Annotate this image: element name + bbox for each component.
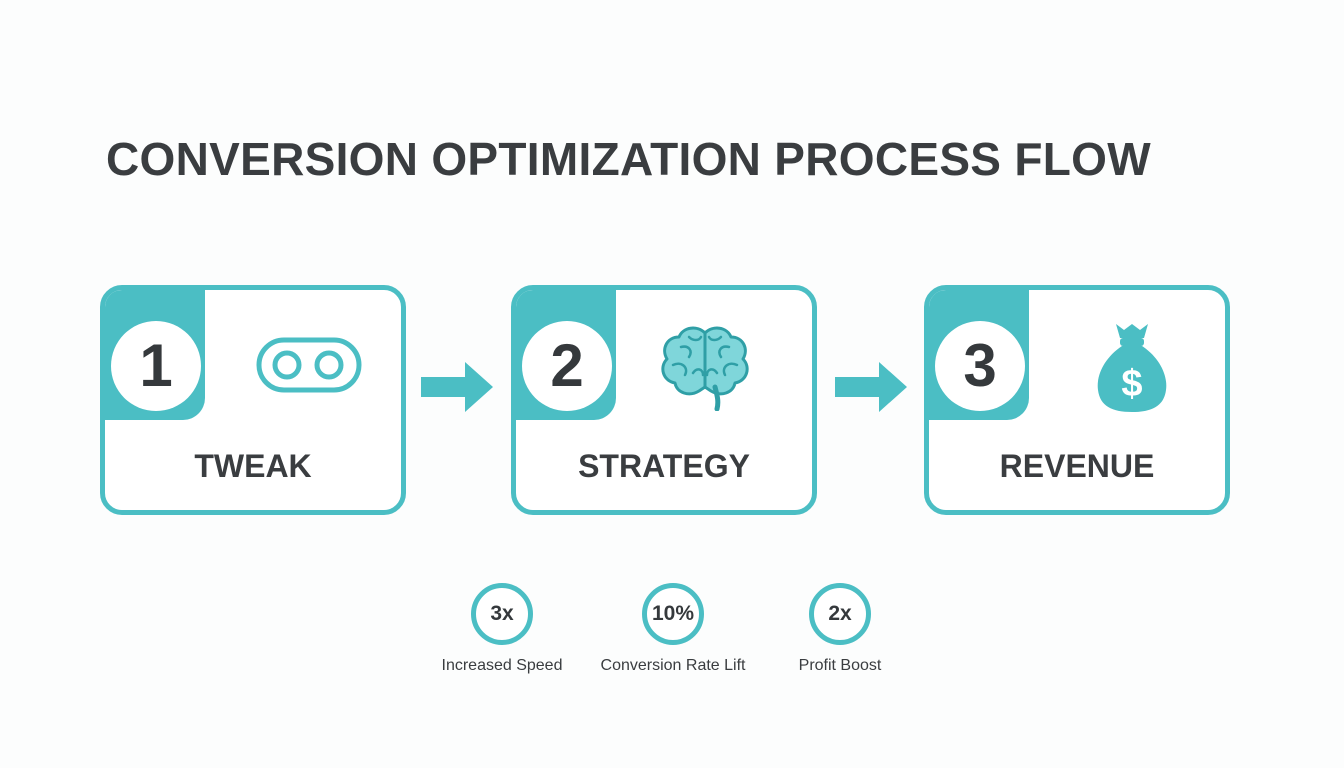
- step-card-tweak: 1 TWEAK: [100, 285, 406, 515]
- metric-value: 10%: [642, 583, 704, 645]
- step-label: STRATEGY: [578, 448, 750, 484]
- metric-value: 2x: [809, 583, 871, 645]
- step-label: REVENUE: [999, 448, 1155, 484]
- metric-increased-speed: 3x Increased Speed: [417, 583, 587, 675]
- dollar-sign: $: [1121, 363, 1142, 405]
- arrow-right-icon: [421, 362, 493, 412]
- metric-label: Profit Boost: [798, 657, 882, 674]
- page-title: CONVERSION OPTIMIZATION PROCESS FLOW: [106, 133, 1151, 185]
- step-card-revenue: 3 $ REVENUE: [924, 285, 1230, 515]
- metric-profit-boost: 2x Profit Boost: [755, 583, 925, 675]
- metric-conversion-rate-lift: 10% Conversion Rate Lift: [588, 583, 758, 675]
- step-number: 3: [935, 321, 1025, 411]
- metric-value: 3x: [471, 583, 533, 645]
- step-card-strategy: 2 STRATEGY: [511, 285, 817, 515]
- step-number: 2: [522, 321, 612, 411]
- step-number: 1: [111, 321, 201, 411]
- step-label: TWEAK: [194, 448, 312, 484]
- arrow-right-icon: [835, 362, 907, 412]
- money-bag-icon: $: [1097, 324, 1167, 412]
- toggle-dots-icon: [256, 337, 362, 393]
- metric-label: Conversion Rate Lift: [600, 657, 746, 674]
- metric-label: Increased Speed: [441, 657, 563, 674]
- brain-icon: [661, 326, 749, 411]
